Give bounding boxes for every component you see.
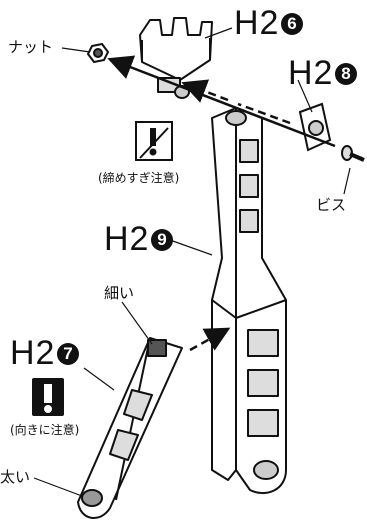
exclamation-caution-icon [32,378,64,416]
part-number-6: 6 [281,13,304,35]
part-number-7: 7 [57,343,80,365]
part-number-9: 9 [151,229,174,251]
nut-label: ナット [8,38,54,56]
short-arm-part [77,337,183,519]
thin-label: 細い [104,284,135,302]
caution-direction-note: (向きに注意) [10,423,80,437]
long-support-part [211,107,287,495]
caution-tighten-note: (締めすぎ注意) [98,171,180,185]
small-bracket-part [298,102,332,152]
attach-arrow [189,327,231,352]
thick-label: 太い [0,468,31,486]
screw-label: ビス [316,196,347,214]
nut-part [86,42,110,64]
part-number-8: 8 [335,63,358,85]
assembly-axis [107,55,336,148]
wrench-caution-icon [135,121,173,161]
screw-part [341,145,365,162]
leader-lines [33,27,351,497]
